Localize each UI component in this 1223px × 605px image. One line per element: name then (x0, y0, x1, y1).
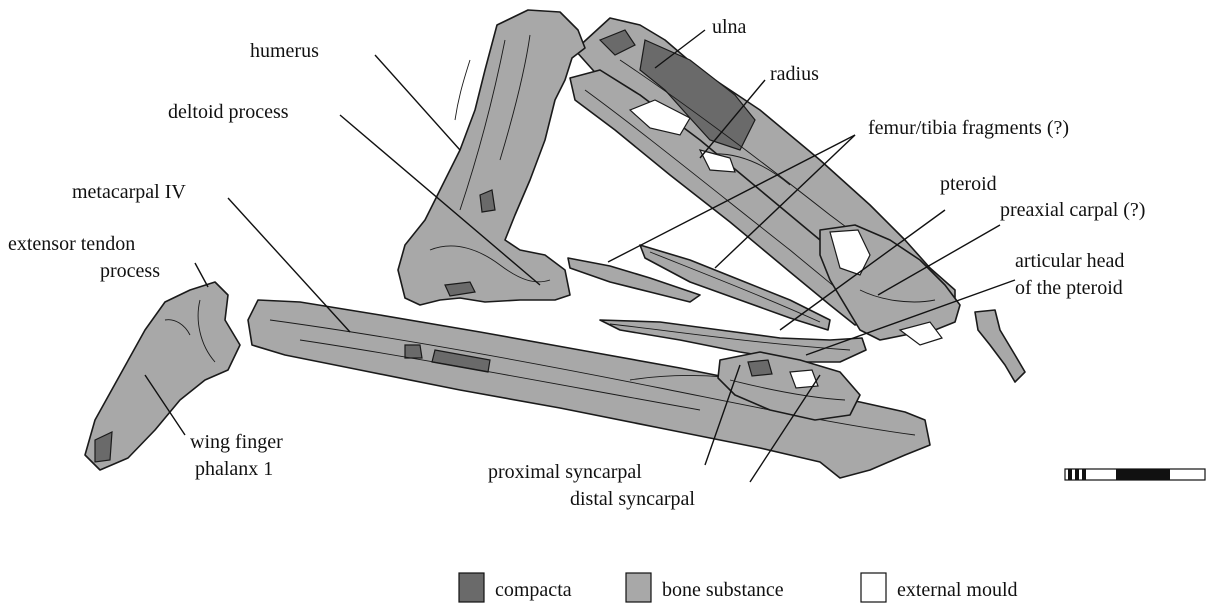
legend-item-compacta: compacta (459, 573, 572, 602)
label-preaxial-carpal: preaxial carpal (?) (1000, 199, 1145, 221)
label-wing-finger-1: wing finger (190, 431, 283, 453)
legend-swatch-bone-substance (626, 573, 651, 602)
leader-extensor-tendon (195, 263, 208, 287)
legend-label-compacta: compacta (495, 579, 572, 601)
legend-swatch-compacta (459, 573, 484, 602)
humerus-bone (398, 10, 585, 305)
label-proximal-syncarpal: proximal syncarpal (488, 461, 642, 483)
legend-label-bone-substance: bone substance (662, 579, 784, 601)
label-humerus: humerus (250, 40, 319, 62)
leader-humerus (375, 55, 460, 150)
legend-item-external-mould: external mould (861, 573, 1018, 602)
legend-label-external-mould: external mould (897, 579, 1018, 601)
legend-item-bone-substance: bone substance (626, 573, 784, 602)
scale-bar (1065, 469, 1205, 480)
label-deltoid-process: deltoid process (168, 101, 289, 123)
label-metacarpal-iv: metacarpal IV (72, 181, 186, 203)
scale-bar-tick-2 (1075, 469, 1079, 480)
label-distal-syncarpal: distal syncarpal (570, 488, 695, 510)
legend: compacta bone substance external mould (459, 573, 1018, 602)
label-pteroid: pteroid (940, 173, 997, 195)
label-extensor-tendon-2: process (100, 260, 160, 282)
legend-swatch-external-mould (861, 573, 886, 602)
label-articular-head-2: of the pteroid (1015, 277, 1123, 299)
label-femur-tibia: femur/tibia fragments (?) (868, 117, 1069, 139)
label-extensor-tendon-1: extensor tendon (8, 233, 135, 255)
scale-bar-tick-1 (1068, 469, 1072, 480)
label-wing-finger-2: phalanx 1 (195, 458, 273, 480)
carpal-elements (820, 225, 1025, 382)
label-articular-head-1: articular head (1015, 250, 1124, 272)
scale-bar-tick-3 (1082, 469, 1086, 480)
label-ulna: ulna (712, 16, 747, 38)
label-radius: radius (770, 63, 819, 85)
scale-bar-segment (1116, 469, 1170, 480)
